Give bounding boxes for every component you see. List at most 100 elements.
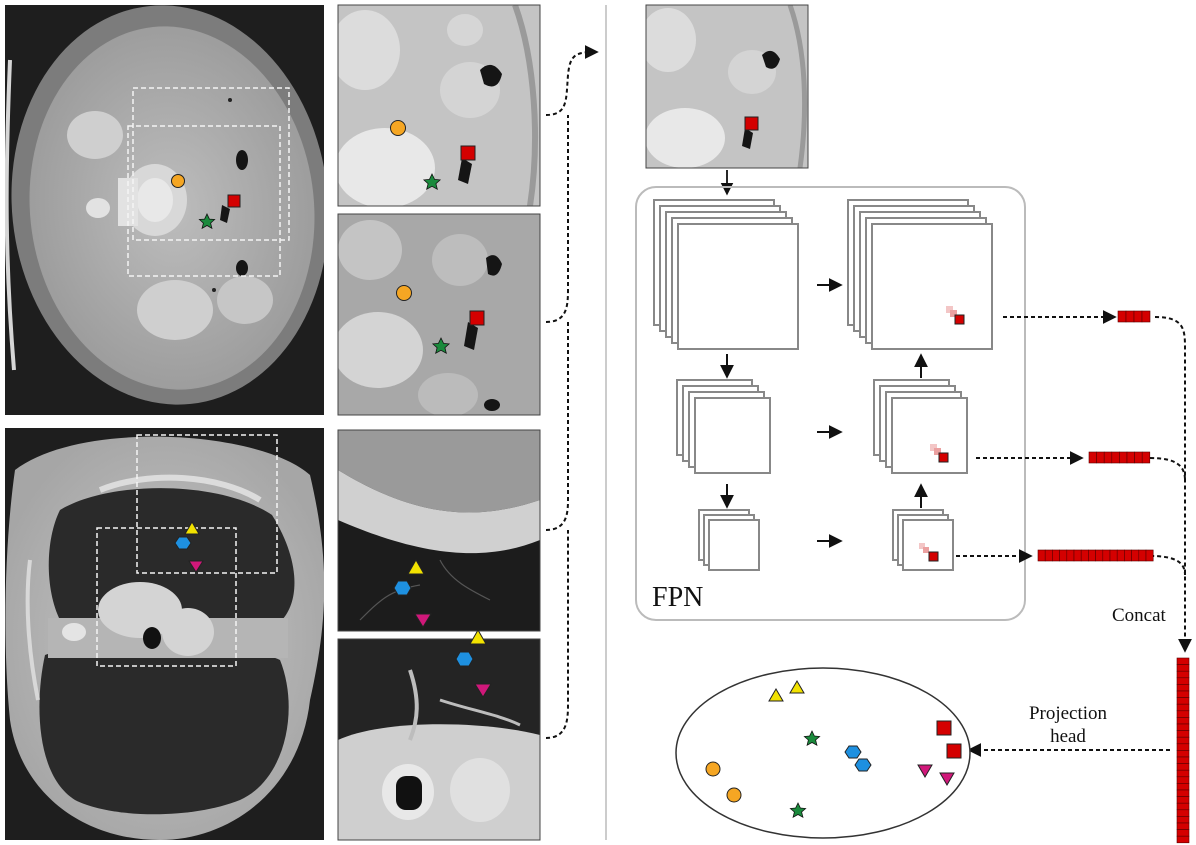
- embedding-markers: [705, 680, 962, 818]
- chest-crop-boxes: [96, 434, 278, 667]
- triangle-up-marker-icon: [184, 521, 200, 535]
- feature-vector-cell: [1176, 802, 1190, 811]
- crop-connectors: [545, 45, 599, 739]
- feature-vector-cell: [1102, 549, 1111, 562]
- feature-vector-cell: [1176, 783, 1190, 791]
- feature-vector-cell: [1176, 816, 1190, 824]
- decoder-level-3: [892, 509, 954, 571]
- feature-vector-cell: [1037, 549, 1046, 562]
- feature-vector-cell: [1124, 549, 1132, 562]
- triangle-down-marker-icon: [188, 560, 204, 573]
- triangle-up-marker-icon: [768, 688, 784, 702]
- projection-head-label-line2: head: [1050, 726, 1086, 747]
- pooling-arrows: [956, 310, 1192, 653]
- fpn-arrows: [720, 278, 928, 548]
- triangle-up-marker-icon: [789, 680, 805, 694]
- feature-vector-cell: [1176, 829, 1190, 837]
- feature-vector-cell: [1176, 796, 1190, 804]
- abdominal-crop-view-1: [338, 5, 540, 206]
- square-marker-icon: [936, 720, 952, 736]
- feature-vector-cell: [1131, 549, 1140, 562]
- feature-vector-cell: [1145, 549, 1154, 562]
- feature-vector-cell: [1176, 677, 1190, 685]
- feature-vector-cell: [1176, 789, 1190, 797]
- triangle-up-marker-icon: [407, 558, 425, 575]
- network-input-crop: [646, 5, 808, 168]
- circle-marker-icon: [171, 174, 185, 188]
- triangle-down-marker-icon: [939, 772, 955, 786]
- feature-location-marker: [954, 314, 965, 325]
- feature-vector-cell: [1044, 549, 1053, 562]
- feature-vector-level-3: [1037, 549, 1154, 562]
- feature-vector-cell: [1176, 730, 1190, 738]
- circle-marker-icon: [390, 120, 406, 136]
- concatenated-feature-vector: [1176, 657, 1190, 844]
- feature-vector-cell: [1176, 657, 1190, 665]
- square-marker-icon: [946, 743, 962, 759]
- feature-vector-cell: [1176, 743, 1190, 751]
- star-marker-icon: [803, 730, 821, 746]
- decoder-level-2: [873, 379, 968, 474]
- hexagon-marker-icon: [844, 745, 862, 759]
- star-marker-icon: [422, 173, 442, 190]
- feature-vector-cell: [1176, 664, 1190, 672]
- feature-vector-cell: [1134, 451, 1143, 464]
- crop-box-2: [127, 125, 281, 277]
- feature-vector-cell: [1117, 310, 1127, 323]
- feature-vector-cell: [1176, 835, 1190, 844]
- decoder-level-1: [847, 199, 993, 350]
- concat-label: Concat: [1112, 605, 1167, 626]
- feature-vector-cell: [1176, 763, 1190, 771]
- feature-vector-cell: [1066, 549, 1075, 562]
- feature-vector-level-1: [1117, 310, 1151, 323]
- feature-vector-cell: [1141, 451, 1151, 464]
- abdominal-crop-view-2: [338, 214, 540, 415]
- feature-vector-cell: [1126, 451, 1135, 464]
- feature-vector-cell: [1176, 670, 1190, 679]
- square-marker-icon: [460, 145, 476, 161]
- chest-ct-scan: [5, 428, 324, 840]
- feature-vector-cell: [1088, 549, 1096, 562]
- feature-vector-cell: [1176, 736, 1190, 745]
- feature-vector-cell: [1133, 310, 1143, 323]
- square-marker-icon: [469, 310, 485, 326]
- feature-vector-cell: [1119, 451, 1128, 464]
- circle-marker-icon: [726, 787, 742, 803]
- star-marker-icon: [789, 802, 807, 818]
- crop-box-3: [136, 434, 278, 574]
- feature-vector-cell: [1073, 549, 1082, 562]
- square-marker-icon: [744, 116, 759, 131]
- hexagon-marker-icon: [455, 651, 474, 667]
- feature-vector-cell: [1176, 717, 1190, 725]
- feature-vector-cell: [1176, 756, 1190, 764]
- feature-vector-cell: [1176, 822, 1190, 830]
- feature-vector-cell: [1176, 776, 1190, 784]
- crop-box-4: [96, 527, 237, 667]
- feature-location-marker: [938, 452, 949, 463]
- circle-marker-icon: [705, 761, 721, 777]
- hexagon-marker-icon: [854, 758, 872, 772]
- encoder-level-2: [676, 379, 771, 474]
- square-marker-icon: [227, 194, 241, 208]
- feature-vector-cell: [1125, 310, 1135, 323]
- feature-vector-cell: [1088, 451, 1097, 464]
- feature-vector-cell: [1176, 723, 1190, 731]
- fpn-container: [635, 186, 1026, 621]
- triangle-down-marker-icon: [414, 613, 432, 628]
- feature-vector-cell: [1116, 549, 1125, 562]
- abdominal-ct-scan: [5, 5, 324, 415]
- triangle-down-marker-icon: [917, 764, 933, 778]
- feature-vector-level-2: [1088, 451, 1151, 464]
- feature-vector-cell: [1095, 549, 1104, 562]
- triangle-up-marker-icon: [469, 628, 487, 645]
- star-marker-icon: [198, 213, 216, 230]
- hexagon-marker-icon: [393, 580, 412, 596]
- fpn-label: FPN: [652, 582, 703, 613]
- triangle-down-marker-icon: [474, 683, 492, 698]
- feature-vector-cell: [1176, 697, 1190, 705]
- feature-vector-cell: [1109, 549, 1118, 562]
- embedding-space: [675, 667, 971, 839]
- projection-head-label-line1: Projection: [1029, 703, 1108, 724]
- encoder-level-3: [698, 509, 760, 571]
